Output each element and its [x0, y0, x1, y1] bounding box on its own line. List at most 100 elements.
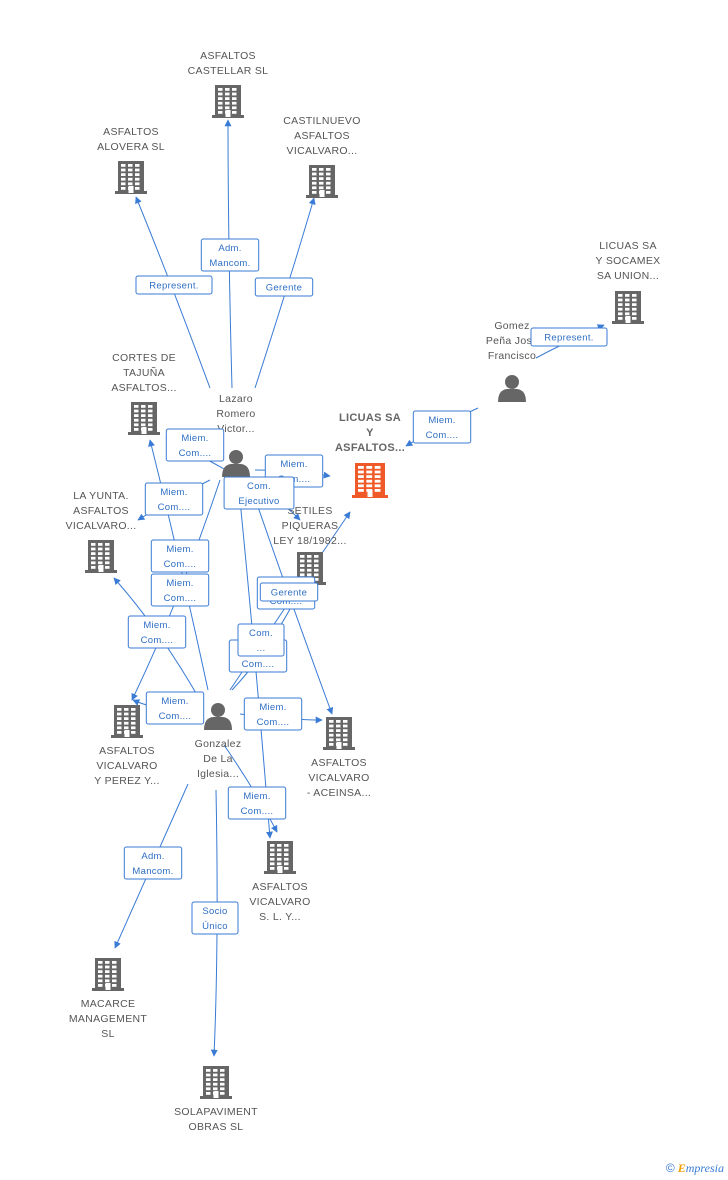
building-icon: [111, 705, 143, 738]
edge-label-text: Miem.: [143, 620, 170, 631]
edge-label-text: Mancom.: [209, 258, 250, 269]
edge-label-text: Ejecutivo: [238, 496, 279, 507]
edge-label-text: Com....: [164, 593, 197, 604]
node-label: LICUAS SA: [599, 240, 657, 252]
building-icon: [264, 841, 296, 874]
edge-label-text: Miem.: [166, 578, 193, 589]
node-label: ASFALTOS...: [111, 382, 176, 394]
edge-label-lazaro-to-setiles[interactable]: Com. Ejecutivo: [223, 476, 295, 510]
copyright-notice: © Empresia: [666, 1161, 724, 1176]
node-label: SOLAPAVIMENT: [174, 1106, 258, 1118]
edge-label-gonzalez-to-perez[interactable]: Miem.Com....: [145, 691, 205, 725]
edge-label-lazaro-to-layunta[interactable]: Miem. Com....: [144, 482, 204, 516]
node-label: CORTES DE: [112, 352, 176, 364]
building-icon: [212, 85, 244, 118]
edge-label-text: Com....: [257, 717, 290, 728]
edge-label-lazaro-to-cortes[interactable]: Miem.Com....: [165, 428, 225, 462]
node-lazaro[interactable]: LazaroRomeroVictor...: [216, 393, 255, 477]
node-label: VICALVARO...: [287, 145, 358, 157]
node-label: LA YUNTA.: [73, 490, 128, 502]
node-label: Francisco: [488, 350, 536, 362]
edge-label-text: Miem.: [181, 433, 208, 444]
node-aceinsa[interactable]: ASFALTOS VICALVARO - ACEINSA...: [307, 717, 371, 799]
edge-label-lazaro-to-alovera[interactable]: Represent.: [135, 275, 213, 295]
node-solapaviment[interactable]: SOLAPAVIMENT OBRAS SL: [174, 1066, 258, 1133]
node-label: Y: [366, 427, 374, 439]
building-icon: [92, 958, 124, 991]
edge-label-text: Com.: [247, 481, 271, 492]
edge-label-text: Miem.: [280, 459, 307, 470]
edge-label-text: Adm.: [141, 851, 164, 862]
edge-label-gonzalez-to-aceinsa[interactable]: Miem. Com....: [243, 697, 303, 731]
node-label: VICALVARO...: [66, 520, 137, 532]
node-label: LEY 18/1982...: [273, 535, 346, 547]
node-licuas[interactable]: LICUAS SAYASFALTOS...: [335, 412, 405, 498]
edge-label-gonzalez-to-licuas[interactable]: Gerente: [259, 582, 319, 602]
node-label: Lazaro: [219, 393, 253, 405]
edge-label-text: Com....: [164, 559, 197, 570]
edge-label-text: Gerente: [266, 283, 302, 294]
building-icon: [128, 402, 160, 435]
edge-label-lazaro-to-perez[interactable]: Miem.Com....: [150, 539, 210, 573]
edge-label-gonzalez-to-slyc[interactable]: Miem.Com....: [227, 786, 287, 820]
node-label: ALOVERA SL: [97, 141, 165, 153]
edge-label-gomez-to-socamex[interactable]: Represent.: [530, 327, 608, 347]
node-label: S. L. Y...: [259, 911, 301, 923]
edge-label-gonzalez-to-macarce[interactable]: Adm. Mancom.: [123, 846, 183, 880]
edge-label-lazaro-to-castellar[interactable]: Adm.Mancom.: [200, 238, 260, 272]
edge-label-text: Miem.: [160, 487, 187, 498]
edge-label-text: Com.: [249, 628, 273, 639]
edge-label-lazaro-to-castilnuevo[interactable]: Gerente: [254, 277, 314, 297]
node-layunta[interactable]: LA YUNTA.ASFALTOSVICALVARO...: [66, 490, 137, 573]
node-label: ASFALTOS: [103, 126, 159, 138]
edge-label-text: Com....: [426, 430, 459, 441]
edge-label-text: Represent.: [149, 281, 198, 292]
node-perez[interactable]: ASFALTOS VICALVARO Y PEREZ Y...: [94, 705, 159, 787]
building-icon: [612, 291, 644, 324]
edge-label-text: Com....: [158, 502, 191, 513]
node-label: VICALVARO: [249, 896, 310, 908]
node-label: Peña Jose: [486, 335, 538, 347]
edge-label-gonzalez-to-setiles[interactable]: Com....: [237, 623, 285, 657]
edge-label-text: Miem.: [161, 696, 188, 707]
node-label: Y PEREZ Y...: [94, 775, 159, 787]
node-label: De La: [203, 753, 233, 765]
node-label: VICALVARO: [96, 760, 157, 772]
edge-label-gonzalez-to-layunta[interactable]: Miem.Com....: [127, 615, 187, 649]
node-label: VICALVARO: [308, 772, 369, 784]
edge-label-text: Socio: [202, 906, 227, 917]
node-label: PIQUERAS: [282, 520, 339, 532]
building-icon: [85, 540, 117, 573]
building-icon: [352, 463, 388, 498]
edge-label-text: Miem.: [259, 702, 286, 713]
node-label: LICUAS SA: [339, 412, 401, 424]
node-label: OBRAS SL: [189, 1121, 244, 1133]
node-label: Gonzalez: [195, 738, 242, 750]
node-label: CASTILNUEVO: [283, 115, 360, 127]
node-castilnuevo[interactable]: CASTILNUEVOASFALTOSVICALVARO...: [283, 115, 360, 198]
edge-label-gonzalez-to-cortes[interactable]: Miem. Com....: [150, 573, 210, 607]
node-label: Gomez: [494, 320, 529, 332]
node-label: ASFALTOS: [311, 757, 367, 769]
edge-label-text: Com....: [242, 659, 275, 670]
node-cortes[interactable]: CORTES DETAJUÑAASFALTOS...: [111, 352, 176, 435]
node-label: - ACEINSA...: [307, 787, 371, 799]
edge-label-gomez-to-licuas[interactable]: Miem.Com....: [412, 410, 472, 444]
building-icon: [115, 161, 147, 194]
person-icon: [222, 450, 250, 477]
node-alovera[interactable]: ASFALTOS ALOVERA SL: [97, 126, 165, 194]
node-label: ASFALTOS: [99, 745, 155, 757]
copyright-symbol: ©: [665, 1161, 675, 1175]
brand-initial: E: [677, 1161, 686, 1175]
edge-label-text: Com....: [241, 806, 274, 817]
edge-label-text: Mancom.: [132, 866, 173, 877]
